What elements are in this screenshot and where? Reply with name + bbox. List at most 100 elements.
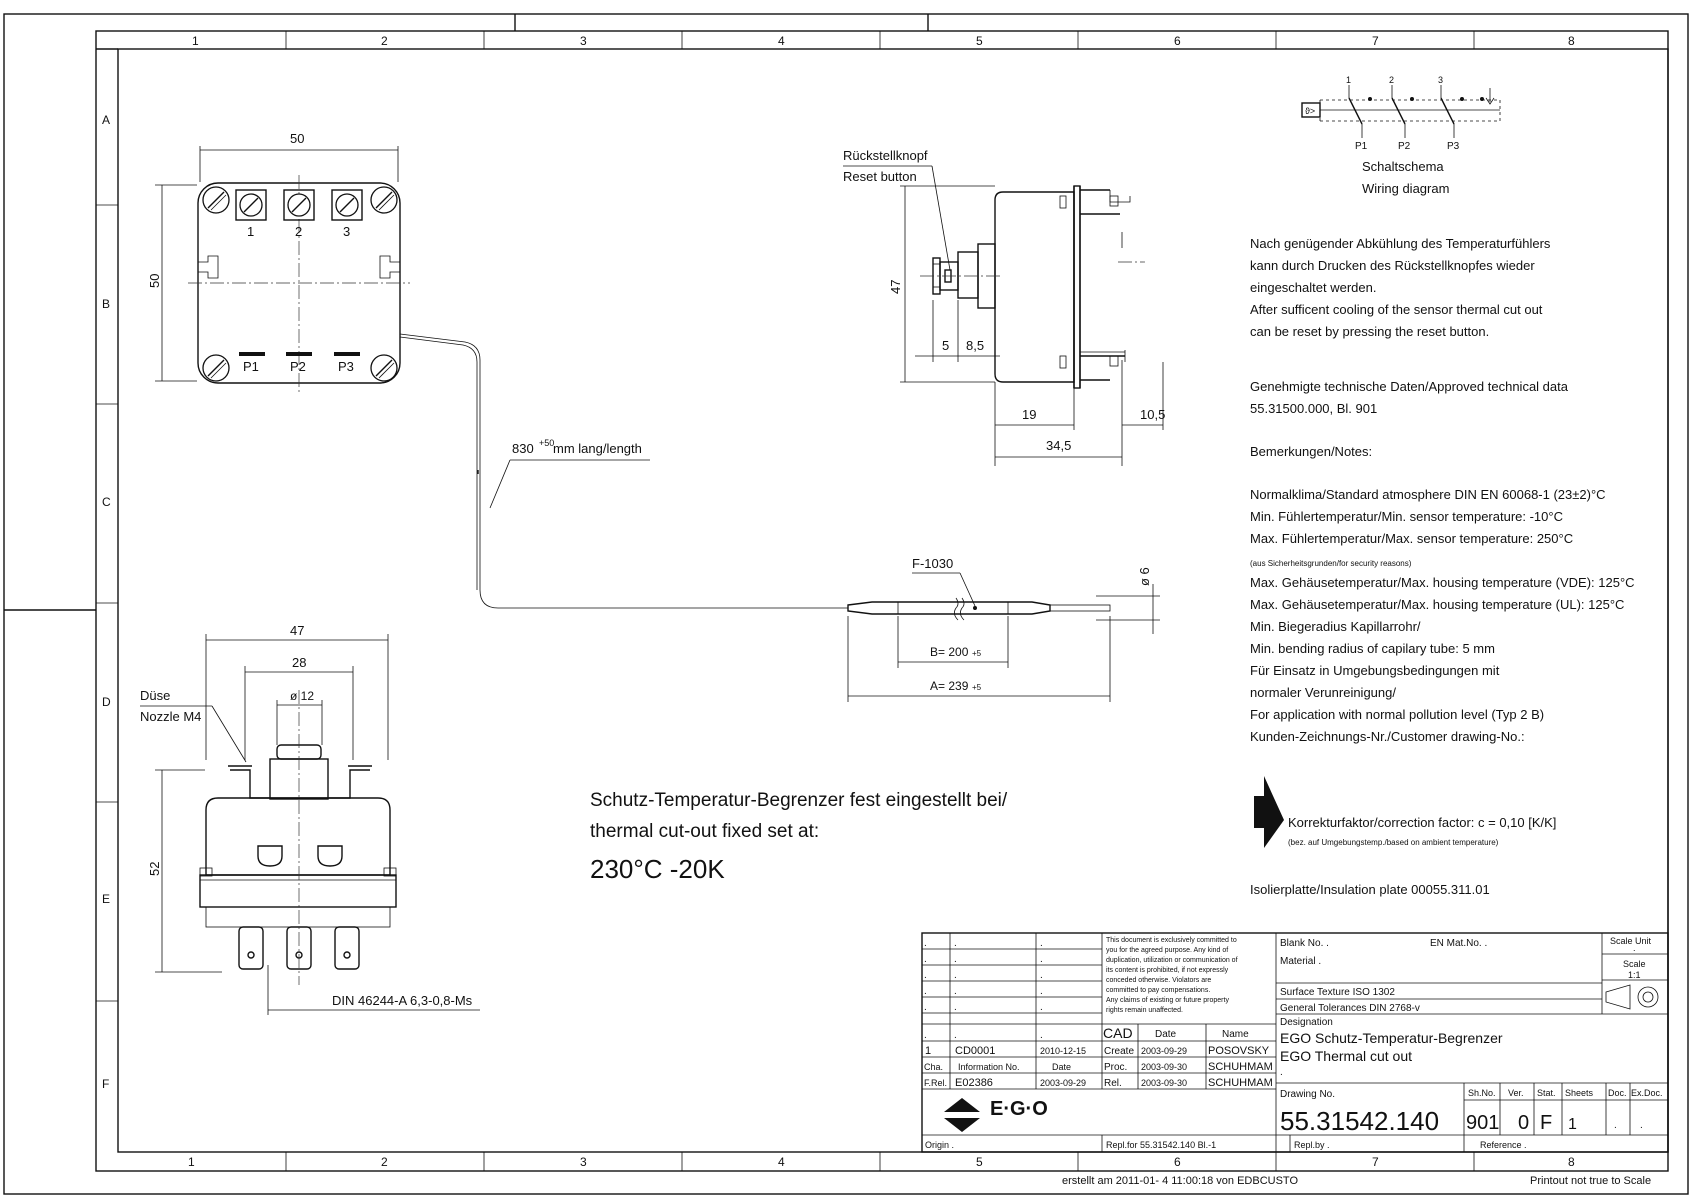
svg-text:.: .: [954, 938, 957, 949]
svg-text:.: .: [1633, 943, 1636, 953]
wiring-number-1: 1: [1346, 75, 1351, 85]
pad-label-p3: P3: [338, 359, 354, 374]
exdoc-label: Ex.Doc.: [1631, 1088, 1663, 1098]
sensor-b-tolerance: +5: [972, 649, 982, 658]
capillary-length-tolerance: +50: [539, 438, 554, 448]
grid-row-d: D: [102, 695, 111, 709]
info-no-label: Information No.: [958, 1062, 1020, 1072]
terminal-label-2: 2: [295, 224, 302, 239]
svg-text:.: .: [924, 986, 927, 997]
spec-line: Min. bending radius of capilary tube: 5 …: [1250, 641, 1495, 656]
reset-note-line: After sufficent cooling of the sensor th…: [1250, 302, 1543, 317]
overall-depth-dim: 34,5: [1046, 438, 1071, 453]
blank-no: Blank No. .: [1280, 938, 1329, 949]
svg-text:.: .: [1640, 1120, 1643, 1131]
drawing-frame: 1 2 3 4 5 6 7 8 1 2 3 4 5 6 7 8 A B C D …: [3, 13, 1689, 1195]
svg-text:.: .: [924, 938, 927, 949]
capillary-length-unit: mm lang/length: [553, 441, 642, 456]
printout-note: Printout not true to Scale: [1530, 1175, 1651, 1187]
doc-label: Doc.: [1608, 1088, 1627, 1098]
grid-row-f: F: [102, 1077, 109, 1091]
frel-date: 2003-09-29: [1040, 1078, 1086, 1088]
designation-de: EGO Schutz-Temperatur-Begrenzer: [1280, 1030, 1503, 1046]
version-label: Ver.: [1508, 1088, 1524, 1098]
spec-line: Min. Biegeradius Kapillarrohr/: [1250, 619, 1421, 634]
correction-factor-note: (bez. auf Umgebungstemp./based on ambien…: [1288, 838, 1499, 847]
grid-row-a: A: [102, 113, 110, 127]
wiring-pad-p2: P2: [1398, 141, 1411, 152]
capillary-length-value: 830: [512, 441, 534, 456]
front-view-height-dim: 52: [147, 862, 162, 876]
grid-col-5-bottom: 5: [976, 1155, 983, 1169]
setpoint-line-2: thermal cut-out fixed set at:: [590, 821, 819, 842]
rel-date: 2003-09-30: [1141, 1078, 1187, 1088]
knob-offset-dim: 8,5: [966, 338, 984, 353]
setpoint-line-1: Schutz-Temperatur-Begrenzer fest eingest…: [590, 790, 1008, 811]
scale-label: Scale: [1623, 959, 1646, 969]
sensor-diameter-dim: ø 6: [1137, 567, 1152, 586]
spec-line: Min. Fühlertemperatur/Min. sensor temper…: [1250, 509, 1563, 524]
spec-line: Normalklima/Standard atmosphere DIN EN 6…: [1250, 487, 1606, 502]
grid-col-7-top: 7: [1372, 34, 1379, 48]
wiring-caption-de: Schaltschema: [1362, 159, 1444, 174]
nozzle-label-de: Düse: [140, 688, 170, 703]
create-label: Create: [1104, 1046, 1134, 1057]
name-header: Name: [1222, 1029, 1249, 1040]
sensor-a-tolerance: +5: [972, 683, 982, 692]
grid-col-6-top: 6: [1174, 34, 1181, 48]
grid-separators: [96, 31, 1475, 1171]
svg-text:ϑ>: ϑ>: [1305, 106, 1315, 116]
legal-notice-line: duplication, utilization or communicatio…: [1106, 957, 1238, 964]
setpoint-block: Schutz-Temperatur-Begrenzer fest eingest…: [590, 790, 1008, 884]
status-value: F: [1540, 1112, 1552, 1134]
rel-name: SCHUHMAM: [1208, 1077, 1273, 1089]
spec-line: Kunden-Zeichnungs-Nr./Customer drawing-N…: [1250, 729, 1525, 744]
svg-text:.: .: [924, 1030, 927, 1041]
sheets-label: Sheets: [1565, 1088, 1594, 1098]
reset-note-line: eingeschaltet werden.: [1250, 280, 1376, 295]
legal-notice-line: Any claims of existing or future propert…: [1106, 997, 1229, 1004]
top-view-height-dim: 50: [147, 274, 162, 288]
correction-arrow-icon: [1254, 776, 1284, 848]
created-footer: erstellt am 2011-01- 4 11:00:18 von EDBC…: [1062, 1175, 1298, 1187]
sheet-no-label: Sh.No.: [1468, 1088, 1496, 1098]
svg-text:.: .: [924, 954, 927, 965]
reset-button-label-de: Rückstellknopf: [843, 148, 928, 163]
revision-index: 1: [925, 1045, 931, 1057]
setpoint-value: 230°C -20K: [590, 854, 725, 884]
remarks-heading: Bemerkungen/Notes:: [1250, 444, 1372, 459]
svg-text:.: .: [1040, 954, 1043, 965]
legal-notice-line: rights remain unaffected.: [1106, 1007, 1183, 1014]
grid-row-c: C: [102, 495, 111, 509]
wiring-pad-p1: P1: [1355, 141, 1368, 152]
pad-label-p2: P2: [290, 359, 306, 374]
side-view: Rückstellknopf Reset button: [843, 148, 1165, 466]
front-view-knob-dim: ø 12: [290, 689, 314, 703]
spec-line: normaler Verunreinigung/: [1250, 685, 1396, 700]
sheet-number: 901: [1466, 1112, 1499, 1134]
approved-data-line: 55.31500.000, Bl. 901: [1250, 401, 1377, 416]
wiring-caption-en: Wiring diagram: [1362, 181, 1449, 196]
date-label: Date: [1052, 1062, 1071, 1072]
svg-text:.: .: [954, 1002, 957, 1013]
terminal-label-3: 3: [343, 224, 350, 239]
svg-text:.: .: [1040, 1002, 1043, 1013]
terminal-length-dim: 10,5: [1140, 407, 1165, 422]
svg-text:.: .: [954, 970, 957, 981]
drawing-number: 55.31542.140: [1280, 1106, 1439, 1136]
legal-notice-line: you for the agreed purpose. Any kind of: [1106, 947, 1228, 954]
grid-col-4-top: 4: [778, 34, 785, 48]
grid-col-3-top: 3: [580, 34, 587, 48]
notes-block: Nach genügender Abkühlung des Temperatur…: [1250, 236, 1635, 897]
proc-label: Proc.: [1104, 1062, 1127, 1073]
reset-button-label-en: Reset button: [843, 169, 917, 184]
correction-factor: Korrekturfaktor/correction factor: c = 0…: [1288, 815, 1556, 830]
frel-number: E02386: [955, 1077, 993, 1089]
sheets-value: 1: [1568, 1116, 1577, 1133]
projection-symbol-icon: [1605, 984, 1659, 1010]
scale-value: 1:1: [1628, 970, 1641, 980]
knob-depth-dim: 5: [942, 338, 949, 353]
capillary-tube: 830 +50 mm lang/length: [399, 333, 848, 609]
wiring-diagram: ϑ> 1 2 3 P1 P2 P3 Schaltschema Wiring di…: [1301, 75, 1501, 196]
grid-col-8-top: 8: [1568, 34, 1575, 48]
